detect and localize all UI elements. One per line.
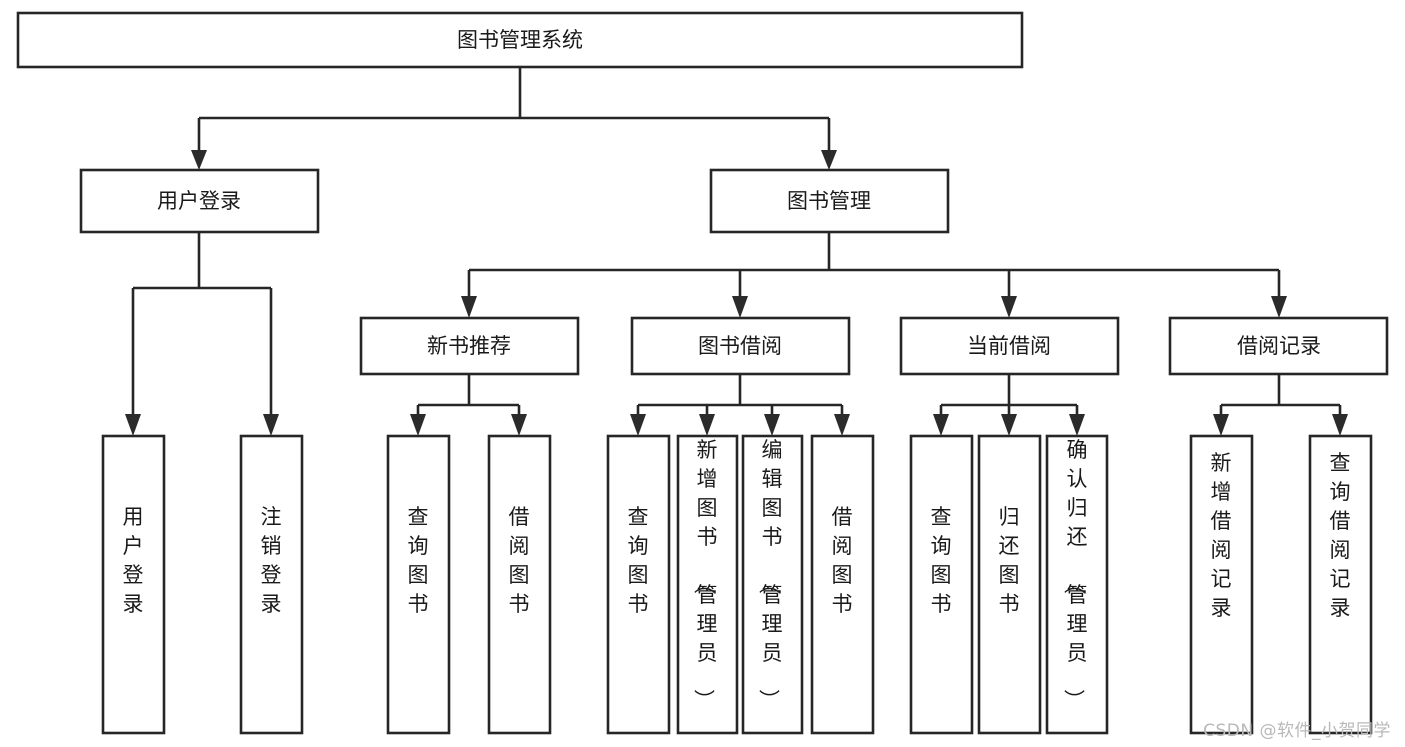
node-leaf-query-book-3-box[interactable] — [909, 434, 974, 735]
node-leaf-return-book-box[interactable] — [977, 434, 1042, 735]
arrow-to-current-borrow — [1001, 296, 1017, 318]
node-book-borrow[interactable]: 图书借阅 — [630, 316, 851, 376]
node-leaf-return-book[interactable]: 归还图书 — [977, 434, 1042, 735]
node-leaf-query-book-3[interactable]: 查询图书 — [909, 434, 974, 735]
node-leaf-query-book-2-box[interactable] — [606, 434, 671, 735]
node-leaf-query-book-2[interactable]: 查询图书 — [606, 434, 671, 735]
node-new-book-recommend[interactable]: 新书推荐 — [359, 316, 580, 376]
arrow-to-book-manage — [821, 150, 837, 170]
node-leaf-edit-book-label: 编辑图书（管理员） — [757, 438, 783, 710]
connector-layer — [125, 67, 1348, 436]
arrow-leaf-user-login — [125, 414, 141, 436]
node-leaf-query-book-1[interactable]: 查询图书 — [386, 434, 451, 735]
arrow-leaf-borrow-book-1 — [511, 414, 527, 436]
arrow-leaf-add-book — [699, 414, 715, 436]
node-borrow-record-label: 借阅记录 — [1237, 334, 1321, 358]
node-leaf-logout-login[interactable]: 注销登录 — [239, 434, 304, 735]
node-leaf-add-record-label: 新增借阅记录 — [1211, 451, 1232, 620]
node-book-manage[interactable]: 图书管理 — [709, 168, 950, 234]
arrow-to-user-login — [191, 150, 207, 170]
node-leaf-query-book-1-label: 查询图书 — [408, 505, 429, 616]
node-leaf-query-record[interactable]: 查询借阅记录 — [1308, 434, 1373, 735]
node-leaf-query-book-2-label: 查询图书 — [628, 505, 649, 616]
arrow-to-new-book — [461, 296, 477, 318]
node-leaf-query-book-1-box[interactable] — [386, 434, 451, 735]
node-leaf-borrow-book-1-box[interactable] — [487, 434, 552, 735]
arrow-to-book-borrow — [732, 296, 748, 318]
node-leaf-edit-book-box[interactable] — [741, 434, 804, 735]
node-leaf-confirm-return[interactable]: 确认归还（管理员） — [1045, 434, 1109, 735]
arrow-leaf-add-record — [1213, 414, 1229, 436]
node-leaf-user-login[interactable]: 用户登录 — [101, 434, 166, 735]
node-leaf-user-login-box[interactable] — [101, 434, 166, 735]
node-leaf-query-book-3-label: 查询图书 — [931, 505, 952, 616]
node-leaf-add-record[interactable]: 新增借阅记录 — [1189, 434, 1254, 735]
node-leaf-logout-login-box[interactable] — [239, 434, 304, 735]
arrow-leaf-return-book — [1001, 414, 1017, 436]
node-new-book-recommend-label: 新书推荐 — [427, 334, 511, 358]
node-current-borrow[interactable]: 当前借阅 — [899, 316, 1120, 376]
node-user-login[interactable]: 用户登录 — [79, 168, 320, 234]
node-leaf-add-book-box[interactable] — [676, 434, 739, 735]
arrow-leaf-edit-book — [764, 414, 780, 436]
node-borrow-record[interactable]: 借阅记录 — [1168, 316, 1389, 376]
node-leaf-borrow-book-2-label: 借阅图书 — [832, 505, 853, 616]
node-book-manage-label: 图书管理 — [787, 189, 871, 213]
node-root-box[interactable] — [16, 11, 1024, 69]
node-user-login-box[interactable] — [79, 168, 320, 234]
node-leaf-return-book-label: 归还图书 — [999, 505, 1020, 616]
node-leaf-borrow-book-1-label: 借阅图书 — [509, 505, 530, 616]
arrow-leaf-query-book-1 — [410, 414, 426, 436]
node-borrow-record-box[interactable] — [1168, 316, 1389, 376]
node-leaf-borrow-book-2[interactable]: 借阅图书 — [810, 434, 875, 735]
arrow-leaf-query-book-2 — [630, 414, 646, 436]
node-leaf-borrow-book-1[interactable]: 借阅图书 — [487, 434, 552, 735]
node-book-borrow-label: 图书借阅 — [698, 334, 782, 358]
node-user-login-label: 用户登录 — [157, 189, 241, 213]
arrow-leaf-borrow-book-2 — [834, 414, 850, 436]
node-leaf-query-record-label: 查询借阅记录 — [1330, 451, 1351, 620]
node-leaf-add-book[interactable]: 新增图书（管理员） — [676, 434, 739, 735]
node-new-book-recommend-box[interactable] — [359, 316, 580, 376]
node-leaf-add-book-label: 新增图书（管理员） — [692, 438, 718, 710]
node-leaf-query-record-box[interactable] — [1308, 434, 1373, 735]
node-current-borrow-label: 当前借阅 — [967, 334, 1051, 358]
node-leaf-confirm-return-box[interactable] — [1045, 434, 1109, 735]
node-leaf-add-record-box[interactable] — [1189, 434, 1254, 735]
node-root[interactable]: 图书管理系统 — [16, 11, 1024, 69]
node-leaf-user-login-label: 用户登录 — [123, 505, 144, 616]
arrow-leaf-query-record — [1332, 414, 1348, 436]
node-leaf-logout-login-label: 注销登录 — [261, 505, 282, 616]
arrow-leaf-confirm-return — [1069, 414, 1085, 436]
arrow-to-borrow-record — [1271, 296, 1287, 318]
node-root-label: 图书管理系统 — [457, 28, 583, 52]
arrow-leaf-logout-login — [263, 414, 279, 436]
node-book-manage-box[interactable] — [709, 168, 950, 234]
node-leaf-confirm-return-label: 确认归还（管理员） — [1062, 438, 1088, 710]
arrow-leaf-query-book-3 — [933, 414, 949, 436]
node-book-borrow-box[interactable] — [630, 316, 851, 376]
node-current-borrow-box[interactable] — [899, 316, 1120, 376]
node-leaf-edit-book[interactable]: 编辑图书（管理员） — [741, 434, 804, 735]
node-leaf-borrow-book-2-box[interactable] — [810, 434, 875, 735]
